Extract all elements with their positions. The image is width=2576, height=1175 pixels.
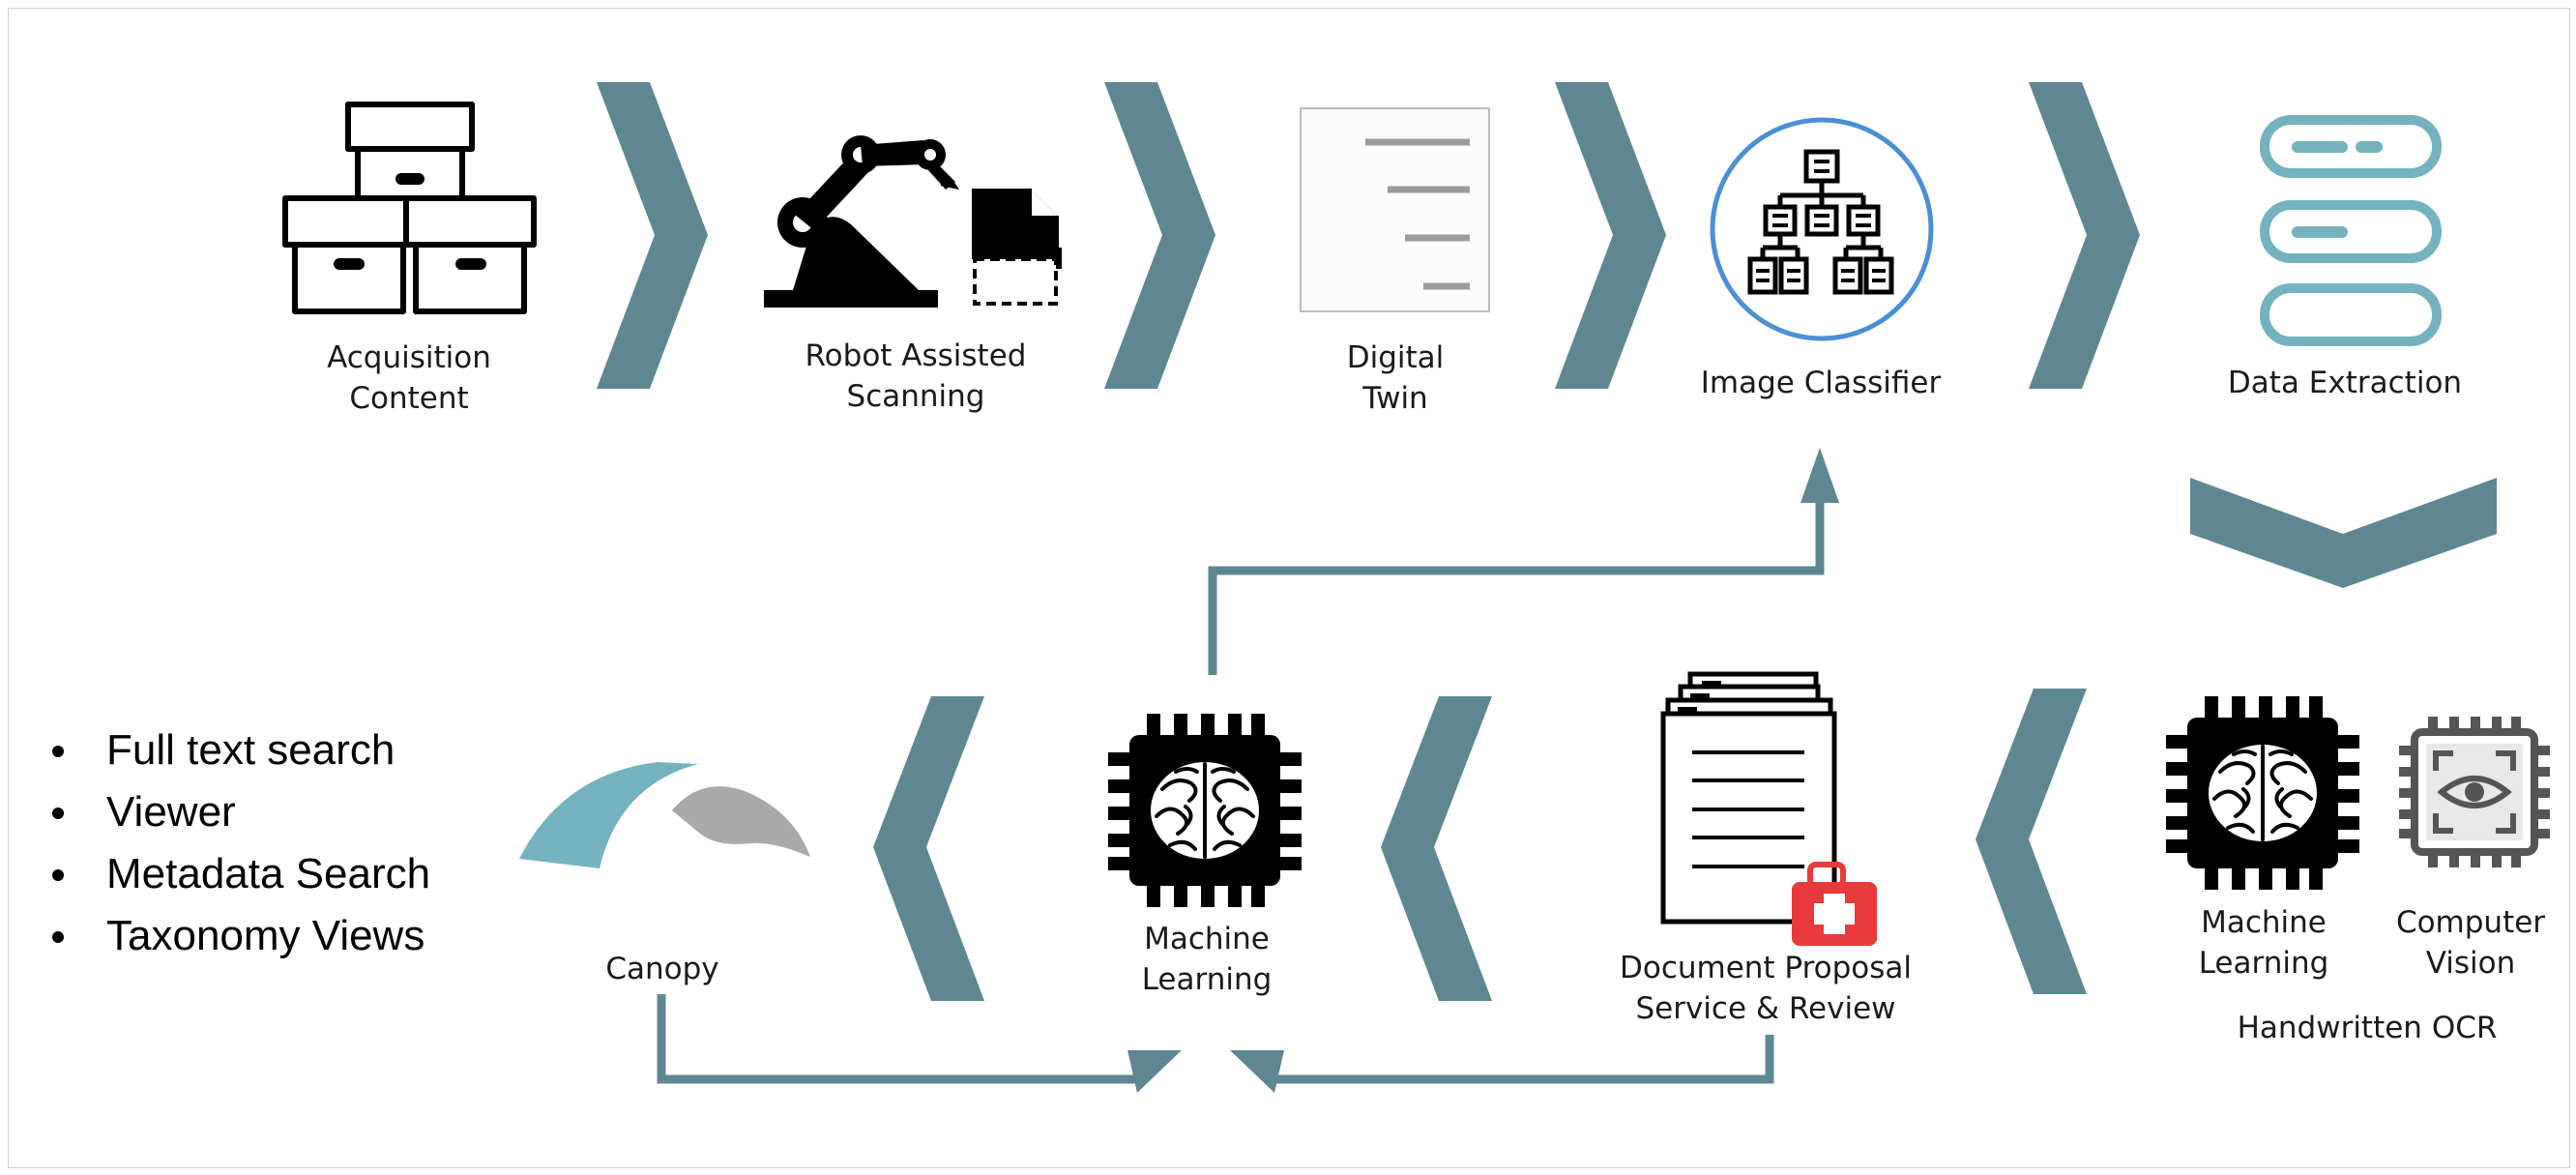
label-line: Robot Assisted	[805, 338, 1027, 373]
chevron-left-icon	[1976, 689, 2087, 994]
robot-arm-icon	[764, 135, 959, 308]
label-line: Acquisition	[327, 340, 491, 375]
handwritten-ocr-label: Handwritten OCR	[2237, 1011, 2498, 1045]
boxes-icon	[282, 102, 537, 314]
feature-item: Metadata Search	[46, 843, 430, 905]
label-line: Document Proposal	[1619, 951, 1913, 985]
acquisition-label: Acquisition Content	[327, 338, 491, 419]
chevron-right-icon	[597, 82, 708, 389]
hierarchy-icon	[1710, 117, 1934, 341]
document-icon	[1300, 107, 1490, 312]
feature-item: Full text search	[46, 720, 430, 781]
label-line: Twin	[1362, 381, 1428, 416]
label-line: Machine	[1144, 922, 1270, 956]
canopy-label: Canopy	[605, 952, 719, 986]
robot-scanning-label: Robot Assisted Scanning	[805, 336, 1027, 417]
label-line: Learning	[1141, 962, 1273, 997]
chevron-right-icon	[1555, 82, 1666, 389]
arrow-head-icon	[1127, 1050, 1182, 1093]
feedback-arrow-line	[1208, 498, 1825, 675]
chevron-left-icon	[873, 696, 984, 1001]
eye-chip-icon	[2399, 717, 2550, 867]
label-line: Digital	[1346, 340, 1445, 375]
computer-vision-label: Computer Vision	[2396, 902, 2545, 984]
feature-item: Taxonomy Views	[46, 905, 430, 967]
arrow-head-icon	[1230, 1050, 1284, 1093]
brain-chip-icon	[1108, 714, 1302, 907]
data-extraction-label: Data Extraction	[2227, 366, 2463, 400]
canopy-logo-icon	[519, 762, 810, 868]
canopy-arrow-line	[657, 994, 1141, 1084]
document-proposal-label: Document Proposal Service & Review	[1620, 948, 1912, 1029]
image-classifier-label: Image Classifier	[1700, 366, 1942, 400]
chevron-right-icon	[1104, 82, 1215, 389]
brain-chip-icon	[2166, 696, 2359, 890]
label-line: Service & Review	[1635, 991, 1896, 1026]
arrow-up-icon	[1800, 448, 1839, 503]
label-line: Vision	[2425, 946, 2516, 981]
label-line: Scanning	[846, 379, 985, 414]
label-line: Content	[349, 381, 469, 416]
scanned-document-icon	[972, 189, 1062, 306]
label-line: Machine	[2201, 905, 2327, 940]
slide-border	[8, 8, 2570, 1168]
machine-learning-label: Machine Learning	[1142, 919, 1273, 1000]
proposal-arrow-line	[1276, 1035, 1774, 1084]
label-line: Computer	[2395, 905, 2546, 940]
feature-list: Full text search Viewer Metadata Search …	[46, 720, 430, 967]
chevron-left-icon	[1381, 696, 1492, 1001]
chevron-down-icon	[2190, 478, 2497, 588]
label-line: Learning	[2198, 946, 2329, 981]
database-icon	[2260, 115, 2442, 346]
ocr-machine-learning-label: Machine Learning	[2199, 902, 2329, 984]
document-medkit-icon	[1660, 671, 1877, 946]
feature-item: Viewer	[46, 781, 430, 843]
chevron-right-icon	[2029, 82, 2140, 389]
digital-twin-label: Digital Twin	[1347, 338, 1445, 419]
